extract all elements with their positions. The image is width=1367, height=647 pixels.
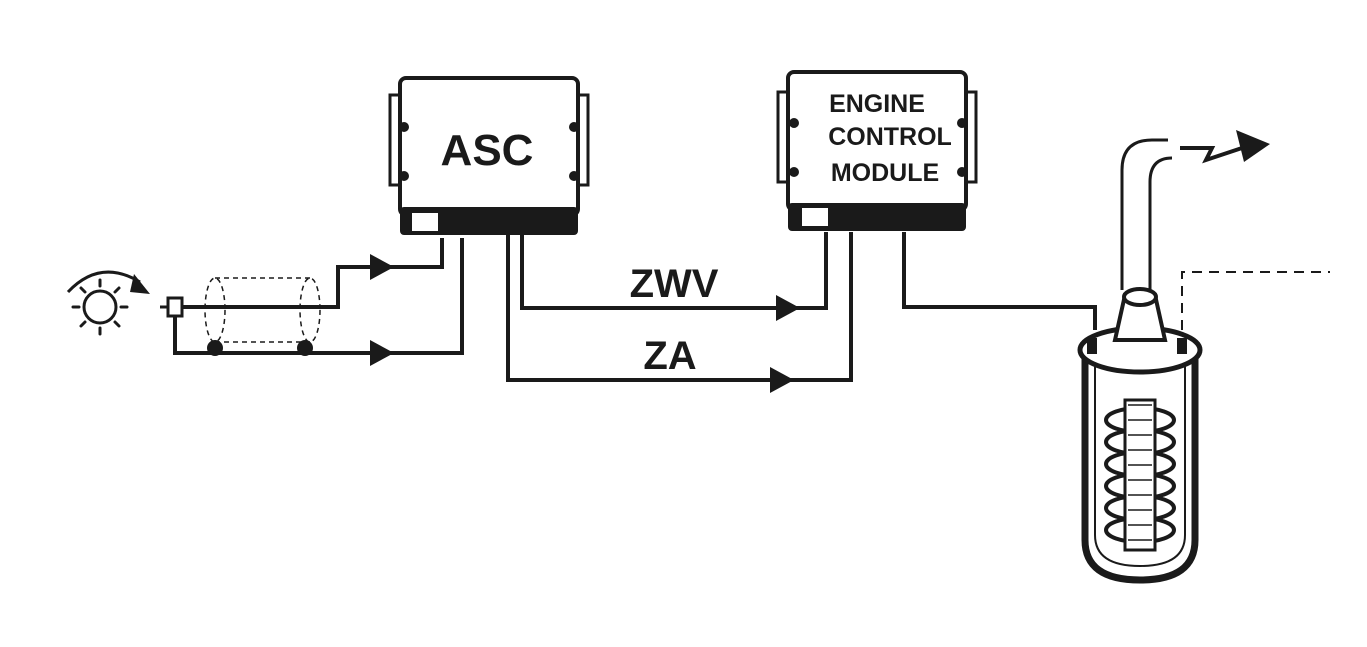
spark-bolt-icon: [1180, 130, 1270, 164]
shielded-cable: [204, 277, 321, 343]
sensor-wires: [173, 238, 464, 366]
ecm-label-line-1: ENGINE: [829, 90, 925, 118]
ecm-to-coil-wire: [902, 232, 1097, 330]
curved-arrow-icon: [66, 270, 150, 294]
ecm-label-line-3: MODULE: [831, 159, 939, 187]
toothed-wheel-icon: [71, 278, 129, 336]
asc-module: ASC: [388, 76, 590, 235]
asc-label: ASC: [441, 126, 534, 175]
za-label: ZA: [643, 334, 696, 378]
ecm-label-line-2: CONTROL: [828, 123, 952, 151]
za-signal-line: ZA: [506, 232, 853, 393]
zwv-label: ZWV: [630, 262, 719, 306]
zwv-signal-line: ZWV: [520, 232, 828, 321]
sensor-connector: [160, 296, 184, 318]
coil-dashed-line: [1181, 271, 1330, 330]
engine-control-module: ENGINE CONTROL MODULE: [776, 70, 978, 231]
ignition-coil-icon: [1077, 138, 1203, 584]
